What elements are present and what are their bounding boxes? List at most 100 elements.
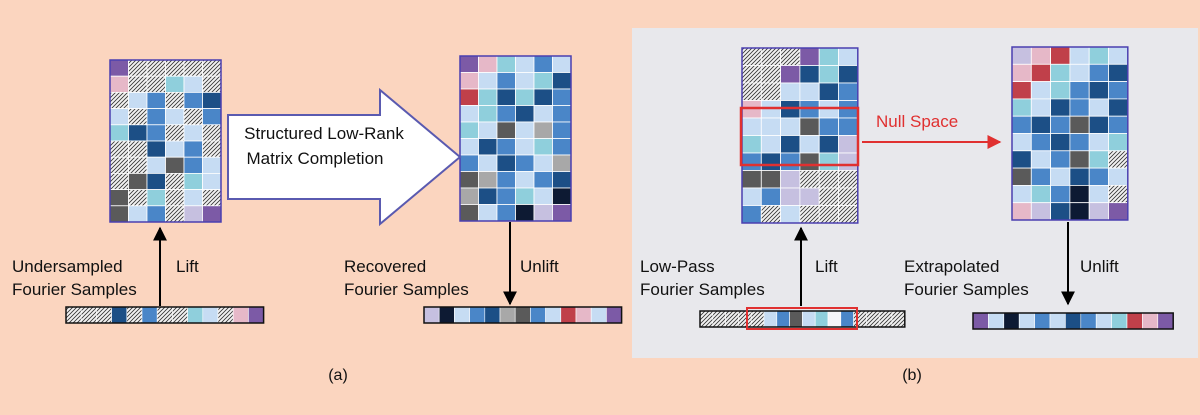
lowpass-matrix-cell bbox=[780, 170, 801, 189]
recovered-matrix-cell bbox=[496, 55, 516, 73]
null-space-highlight bbox=[739, 106, 860, 167]
lowpass-matrix-cell bbox=[760, 187, 781, 206]
undersampled-matrix-cell bbox=[165, 172, 185, 190]
recovered-matrix-cell bbox=[459, 121, 479, 139]
undersampled-matrix-cell bbox=[202, 140, 222, 158]
undersampled-vector-cell bbox=[172, 306, 188, 324]
extrapolated-matrix-cell bbox=[1030, 115, 1052, 134]
recovered-vector-cell bbox=[499, 306, 516, 324]
undersampled-matrix-cell bbox=[202, 205, 222, 223]
recovered-matrix-cell bbox=[478, 138, 498, 156]
lowpass-vector bbox=[699, 310, 906, 328]
recovered-matrix-cell bbox=[496, 121, 516, 139]
extrapolated-matrix-cell bbox=[1030, 167, 1052, 186]
undersampled-vector bbox=[65, 306, 265, 324]
lowpass-matrix-cell bbox=[760, 47, 781, 66]
recovered-matrix-cell bbox=[496, 204, 516, 222]
undersampled-vector-cell bbox=[232, 306, 249, 324]
undersampled-matrix-cell bbox=[202, 59, 222, 77]
completion-label-line1: Structured Low-Rank bbox=[244, 124, 404, 143]
extrapolated-vector-cell bbox=[1111, 312, 1128, 330]
extrapolated-matrix-cell bbox=[1088, 46, 1109, 65]
extrapolated-matrix-cell bbox=[1050, 115, 1071, 134]
completion-arrow bbox=[227, 87, 462, 227]
unlift-label-b: Unlift bbox=[1080, 257, 1119, 276]
undersampled-matrix-cell bbox=[128, 108, 148, 126]
recovered-matrix-cell bbox=[552, 105, 572, 123]
extrapolated-matrix-cell bbox=[1088, 167, 1109, 186]
extrapolated-matrix-cell bbox=[1108, 81, 1129, 100]
lowpass-matrix-cell bbox=[799, 187, 820, 206]
extrapolated-matrix-cell bbox=[1050, 133, 1071, 152]
lowpass-matrix-cell bbox=[780, 65, 801, 84]
recovered-vector-cell bbox=[530, 306, 546, 324]
undersampled-matrix-cell bbox=[109, 205, 129, 223]
undersampled-matrix-border bbox=[109, 59, 222, 223]
undersampled-matrix-cell bbox=[202, 108, 222, 126]
extrapolated-matrix-cell bbox=[1069, 167, 1090, 186]
undersampled-matrix-cell bbox=[109, 108, 129, 126]
lowpass-matrix-cell bbox=[760, 170, 781, 189]
extrapolated-vector-border bbox=[972, 312, 1174, 330]
extrapolated-matrix-cell bbox=[1011, 150, 1032, 169]
lowpass-vector-cell bbox=[763, 310, 778, 328]
recovered-matrix-cell bbox=[459, 154, 479, 172]
recovered-vector-cell bbox=[423, 306, 440, 324]
recovered-matrix-cell bbox=[533, 204, 553, 222]
lowpass-vector-cell bbox=[789, 310, 803, 328]
lowpass-matrix-cell bbox=[760, 82, 781, 101]
recovered-vector-cell bbox=[469, 306, 486, 324]
undersampled-matrix-cell bbox=[109, 156, 129, 174]
undersampled-matrix-cell bbox=[109, 92, 129, 110]
recovered-matrix-cell bbox=[459, 55, 479, 73]
lowpass-matrix-cell bbox=[780, 205, 801, 224]
extrapolated-vector-cell bbox=[1034, 312, 1051, 330]
recovered-vector-cell bbox=[514, 306, 531, 324]
undersampled-matrix-cell bbox=[146, 59, 166, 77]
recovered-matrix-cell bbox=[533, 72, 553, 90]
lowpass-matrix-cell bbox=[799, 82, 820, 101]
extrapolated-label-line1: Extrapolated bbox=[904, 257, 999, 276]
extrapolated-matrix-cell bbox=[1069, 133, 1090, 152]
lowpass-vector-cell bbox=[699, 310, 714, 328]
extrapolated-matrix-cell bbox=[1011, 184, 1032, 204]
lowpass-matrix-cell bbox=[818, 82, 839, 101]
undersampled-matrix-cell bbox=[165, 189, 185, 207]
extrapolated-matrix-cell bbox=[1108, 115, 1129, 134]
extrapolated-matrix-cell bbox=[1011, 98, 1032, 117]
undersampled-vector-cell bbox=[141, 306, 158, 324]
extrapolated-matrix-cell bbox=[1108, 63, 1129, 83]
recovered-matrix-cell bbox=[478, 55, 498, 73]
recovered-matrix-cell bbox=[552, 138, 572, 156]
recovered-vector-cell bbox=[484, 306, 501, 324]
recovered-matrix-cell bbox=[515, 138, 535, 156]
undersampled-matrix-cell bbox=[183, 75, 203, 93]
undersampled-matrix-cell bbox=[165, 59, 185, 77]
lowpass-vector-cell bbox=[814, 310, 829, 328]
recovered-vector-border bbox=[423, 306, 623, 324]
undersampled-matrix-cell bbox=[165, 205, 185, 223]
undersampled-vector-cell bbox=[65, 306, 82, 324]
recovered-matrix-cell bbox=[552, 154, 572, 172]
undersampled-matrix-cell bbox=[146, 75, 166, 93]
lowpass-vector-cell bbox=[802, 310, 816, 328]
extrapolated-matrix-cell bbox=[1030, 184, 1052, 204]
extrapolated-matrix-cell bbox=[1050, 202, 1071, 221]
undersampled-matrix-cell bbox=[128, 172, 148, 190]
lowpass-matrix-cell bbox=[799, 65, 820, 84]
extrapolated-vector-cell bbox=[988, 312, 1005, 330]
extrapolated-matrix-cell bbox=[1011, 133, 1032, 152]
undersampled-label-line2: Fourier Samples bbox=[12, 280, 137, 299]
recovered-matrix-cell bbox=[459, 171, 479, 189]
lowpass-matrix-cell bbox=[818, 135, 839, 154]
lowpass-matrix-cell bbox=[818, 47, 839, 66]
recovered-matrix bbox=[459, 55, 572, 222]
recovered-matrix-cell bbox=[496, 88, 516, 106]
extrapolated-matrix-cell bbox=[1030, 98, 1052, 117]
lowpass-matrix-cell bbox=[741, 170, 762, 189]
undersampled-vector-cell bbox=[156, 306, 173, 324]
extrapolated-matrix-cell bbox=[1108, 184, 1129, 204]
extrapolated-vector-cell bbox=[1003, 312, 1020, 330]
extrapolated-matrix-cell bbox=[1108, 133, 1129, 152]
